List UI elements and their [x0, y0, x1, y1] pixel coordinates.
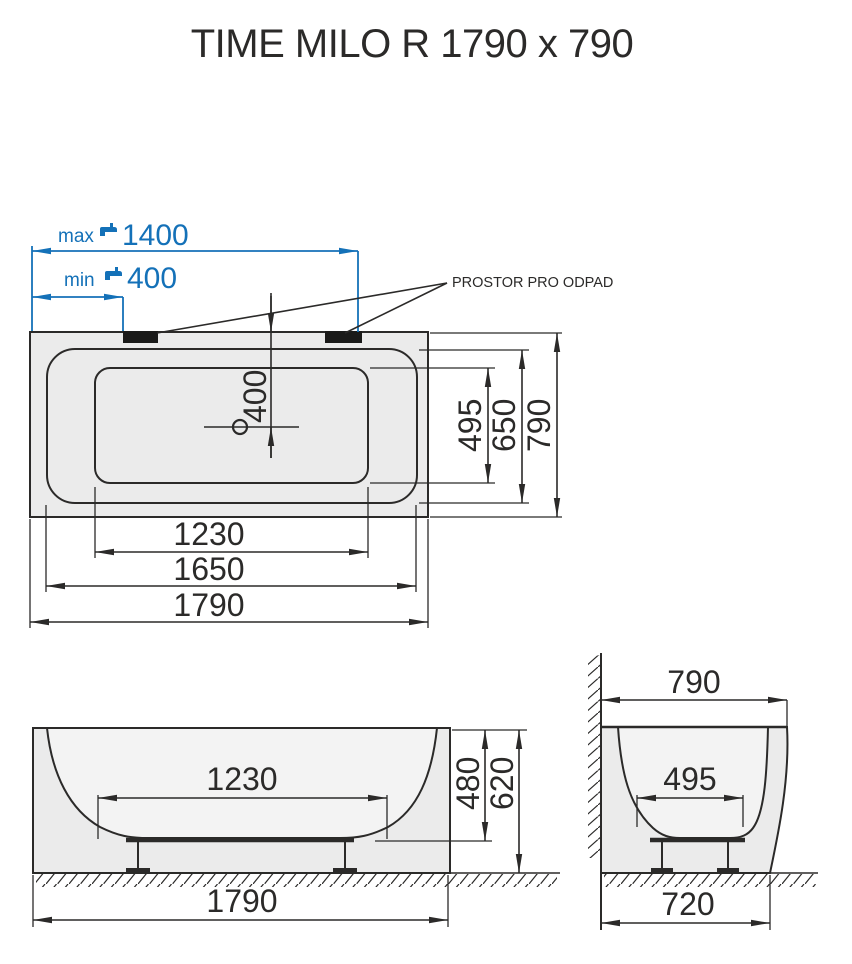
faucet-min-value: 400 [127, 262, 177, 295]
tub-rim-outline [46, 348, 418, 504]
drain-space-block-right [325, 331, 362, 343]
wall-hatch [588, 655, 601, 858]
drain-space-label: PROSTOR PRO ODPAD [452, 275, 613, 291]
drain-offset-value: 400 [237, 370, 273, 423]
dim-front-overall-height: 620 [484, 730, 523, 873]
drain-symbol [231, 418, 249, 436]
side-inner-width-value: 495 [663, 761, 716, 797]
page-title: TIME MILO R 1790 x 790 [191, 22, 634, 66]
side-base-width-value: 720 [661, 886, 714, 922]
drain-space-callout: PROSTOR PRO ODPAD [156, 275, 613, 334]
side-legs [651, 841, 739, 873]
dim-inner-width: 495 [452, 368, 492, 483]
dim-overall-length: 1790 [30, 587, 428, 626]
dim-faucet-max: max 1400 [31, 219, 359, 332]
tub-bottom-outline [94, 367, 369, 484]
front-overall-height-value: 620 [484, 757, 520, 810]
drain-space-block-left [123, 331, 158, 343]
dim-drain-offset: 400 [204, 293, 299, 458]
dim-side-overall-width: 790 [601, 664, 788, 727]
faucet-icon [100, 223, 117, 236]
dim-inner-length: 1230 [95, 516, 368, 556]
front-legs [126, 841, 357, 873]
inner-length-value: 1230 [173, 516, 244, 552]
top-view: max 1400 min 400 PROSTOR PRO ODPAD [29, 219, 613, 628]
length-dimensions: 1230 1650 1790 [29, 487, 429, 628]
rim-width-value: 650 [486, 399, 522, 452]
front-height-dimensions: 480 620 [375, 729, 527, 873]
dim-front-overall-length: 1790 [32, 875, 449, 927]
overall-length-value: 1790 [173, 587, 244, 623]
front-ground-hatch [36, 874, 557, 887]
side-view: 790 495 720 [588, 653, 818, 930]
faucet-max-value: 1400 [122, 219, 189, 252]
faucet-min-label: min [64, 270, 95, 291]
side-ground-hatch [604, 874, 816, 887]
rim-length-value: 1650 [173, 551, 244, 587]
overall-width-value: 790 [521, 399, 557, 452]
dim-side-base-width: 720 [601, 875, 771, 930]
front-inner-length-value: 1230 [206, 761, 277, 797]
dim-rim-length: 1650 [46, 551, 416, 590]
inner-width-value: 495 [452, 399, 488, 452]
dim-faucet-min: min 400 [32, 262, 177, 331]
front-overall-length-value: 1790 [206, 883, 277, 919]
faucet-max-label: max [58, 226, 94, 247]
dim-rim-width: 650 [486, 350, 526, 503]
dim-overall-width: 790 [521, 333, 561, 517]
dim-front-inner-depth: 480 [450, 730, 489, 841]
side-overall-width-value: 790 [667, 664, 720, 700]
tub-outer-outline [29, 331, 429, 518]
front-inner-depth-value: 480 [450, 757, 486, 810]
dim-front-inner-length: 1230 [97, 761, 388, 839]
front-view: 1230 480 620 1790 [32, 727, 560, 927]
dim-side-inner-width: 495 [636, 761, 744, 827]
width-dimensions: 495 650 790 [370, 332, 562, 518]
faucet-icon [105, 267, 122, 280]
